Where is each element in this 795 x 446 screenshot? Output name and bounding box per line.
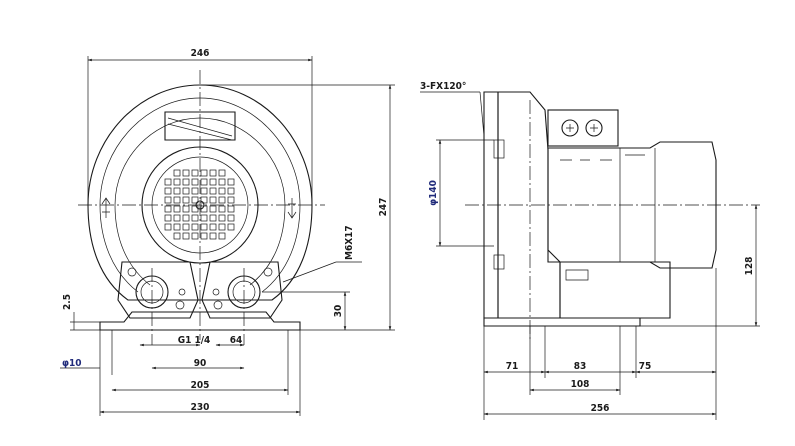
- dim-c: 75: [639, 361, 652, 372]
- grille-slot: [200, 223, 208, 231]
- outlet-flange-right: [201, 261, 283, 319]
- grille-slot: [164, 187, 172, 195]
- dim-base-width: 230: [191, 402, 210, 413]
- dim-b: 83: [574, 361, 587, 372]
- side-base-plate: [483, 317, 641, 327]
- grille-slot: [182, 214, 190, 222]
- grille-slot: [173, 214, 181, 222]
- grille-slot: [191, 169, 199, 177]
- grille-slot: [209, 187, 217, 195]
- grille-slot: [200, 169, 208, 177]
- mount-hole-dia-label: φ10: [62, 358, 82, 369]
- grille-slot: [218, 205, 226, 213]
- grille-slot: [209, 178, 217, 186]
- front-view: [78, 70, 325, 345]
- grille-slot: [191, 178, 199, 186]
- grille-slot: [209, 214, 217, 222]
- grille-slot: [227, 178, 235, 186]
- grille-slot: [218, 169, 226, 177]
- grille-slot: [218, 232, 226, 240]
- grille-slot: [182, 169, 190, 177]
- side-view: [465, 91, 760, 340]
- dim-shaft-height: 128: [744, 257, 755, 276]
- flange-spec-label: 3-FX120°: [420, 81, 466, 92]
- grille-slot: [164, 205, 172, 213]
- dim-mount-hole-spacing: 205: [191, 380, 210, 391]
- dim-inlet-height: 30: [333, 305, 344, 318]
- grille-slot: [218, 223, 226, 231]
- grille-slot: [227, 223, 235, 231]
- grille-slot: [164, 196, 172, 204]
- grille-slot: [191, 214, 199, 222]
- terminal-box: [547, 109, 619, 147]
- fan-grille: [164, 169, 235, 240]
- grille-slot: [173, 169, 181, 177]
- side-housing: [497, 91, 561, 319]
- grille-slot: [227, 187, 235, 195]
- inlet-flange-left: [117, 261, 199, 319]
- grille-slot: [200, 187, 208, 195]
- grille-slot: [209, 169, 217, 177]
- grille-slot: [191, 187, 199, 195]
- grille-slot: [182, 187, 190, 195]
- grille-slot: [164, 214, 172, 222]
- dim-port-spacing: 90: [194, 358, 207, 369]
- grille-slot: [218, 178, 226, 186]
- grille-slot: [173, 187, 181, 195]
- top-handle: [164, 111, 236, 141]
- rotation-arrow-right-icon: [287, 198, 297, 219]
- dim-port-pitch: 64: [230, 335, 243, 346]
- dim-overall-height: 247: [378, 198, 389, 217]
- side-dimensions: 3-FX120° φ140 128 71 83 75 108 256: [420, 81, 760, 420]
- grille-slot: [182, 232, 190, 240]
- grille-slot: [227, 214, 235, 222]
- dim-foot-thickness: 2.5: [62, 294, 73, 310]
- flange-diameter-label: φ140: [428, 180, 439, 206]
- grille-slot: [191, 232, 199, 240]
- grille-slot: [182, 178, 190, 186]
- grille-slot: [209, 223, 217, 231]
- grille-slot: [227, 205, 235, 213]
- grille-slot: [200, 232, 208, 240]
- dim-mount-length: 108: [571, 379, 590, 390]
- grille-slot: [182, 223, 190, 231]
- grille-slot: [200, 214, 208, 222]
- grille-slot: [209, 196, 217, 204]
- front-dimensions: 246 247 M6X17 30 2.5 G1 1/4 64 90 φ10 20…: [60, 48, 395, 416]
- dim-overall-length: 256: [591, 403, 610, 414]
- grille-slot: [218, 214, 226, 222]
- grille-slot: [191, 223, 199, 231]
- grille-slot: [200, 178, 208, 186]
- grille-slot: [209, 205, 217, 213]
- grille-slot: [182, 205, 190, 213]
- motor-foot: [559, 261, 671, 319]
- grille-slot: [164, 223, 172, 231]
- rotation-arrow-left-icon: [101, 197, 111, 218]
- port-thread-label: G1 1/4: [178, 335, 211, 346]
- grille-slot: [218, 196, 226, 204]
- dim-overall-width: 246: [191, 48, 210, 59]
- grille-slot: [218, 187, 226, 195]
- grille-slot: [164, 178, 172, 186]
- grille-slot: [173, 223, 181, 231]
- grille-slot: [173, 196, 181, 204]
- grille-slot: [209, 232, 217, 240]
- base-plate: [99, 311, 301, 331]
- grille-slot: [173, 205, 181, 213]
- grille-slot: [191, 196, 199, 204]
- dim-a: 71: [506, 361, 519, 372]
- bolt-spec-label: M6X17: [344, 225, 355, 260]
- grille-slot: [182, 196, 190, 204]
- grille-slot: [227, 196, 235, 204]
- grille-slot: [173, 178, 181, 186]
- grille-slot: [173, 232, 181, 240]
